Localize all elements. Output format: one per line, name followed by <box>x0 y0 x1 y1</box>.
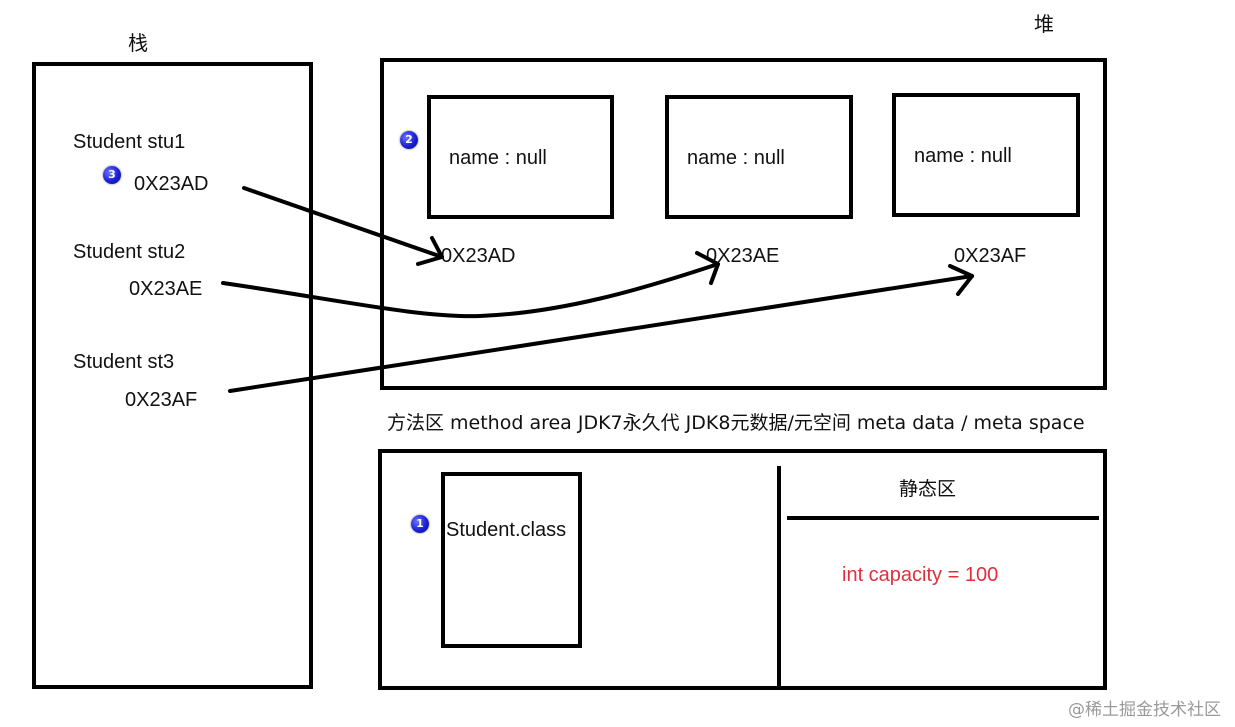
stack-var-address-3: 0X23AF <box>125 389 198 411</box>
stack-var-address-2: 0X23AE <box>129 278 203 300</box>
stack-box <box>32 62 313 689</box>
step-badge-2: 2 <box>400 131 418 149</box>
step-badge-1: 1 <box>411 515 429 533</box>
heap-object-address-2: 0X23AE <box>706 245 780 267</box>
heap-object-address-3: 0X23AF <box>954 245 1027 267</box>
stack-var-address-1: 0X23AD <box>134 173 209 195</box>
heap-object-field-2: name : null <box>687 147 785 169</box>
static-area-divider-horizontal <box>787 516 1099 520</box>
heap-object-1 <box>427 95 614 219</box>
stack-var-name-2: Student stu2 <box>73 241 186 263</box>
heap-title: 堆 <box>1034 12 1054 36</box>
heap-object-field-1: name : null <box>449 147 547 169</box>
watermark: @稀土掘金技术社区 <box>1068 700 1221 720</box>
heap-object-3 <box>892 93 1080 217</box>
static-area-title: 静态区 <box>899 478 957 500</box>
stack-var-name-1: Student stu1 <box>73 131 186 153</box>
method-area-title: 方法区 method area JDK7永久代 JDK8元数据/元空间 meta… <box>387 412 1085 434</box>
class-label: Student.class <box>446 519 567 541</box>
heap-object-field-3: name : null <box>914 145 1012 167</box>
step-badge-3: 3 <box>103 166 121 184</box>
stack-title: 栈 <box>128 31 148 55</box>
heap-object-address-1: 0X23AD <box>441 245 516 267</box>
method-area-box <box>378 449 1107 690</box>
stack-var-name-3: Student st3 <box>73 351 175 373</box>
static-variable: int capacity = 100 <box>842 564 999 586</box>
class-box <box>441 472 582 648</box>
static-area-divider-vertical <box>777 466 781 688</box>
heap-object-2 <box>665 95 853 219</box>
